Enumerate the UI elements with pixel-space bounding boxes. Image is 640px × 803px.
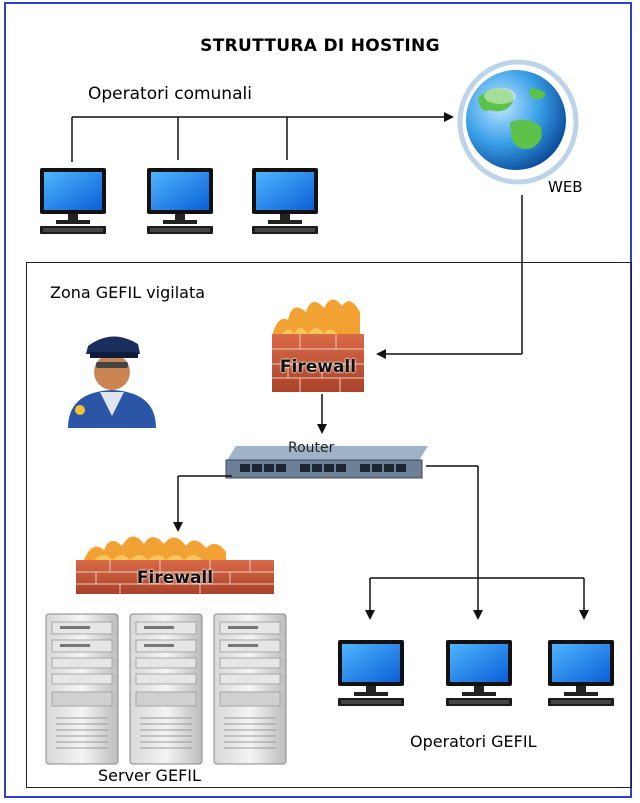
guard-icon (68, 336, 156, 428)
municipal-computer-3 (252, 168, 318, 234)
firewall-icon-bottom (76, 536, 274, 594)
firewall-top-label: Firewall (279, 357, 357, 377)
gefil-computer-3 (548, 640, 614, 706)
firewall-bottom-label: Firewall (136, 568, 214, 588)
router-to-gefil-operators-connector (365, 465, 589, 620)
diagram-title: STRUTTURA DI HOSTING (200, 36, 440, 56)
municipal-operators-label: Operatori comunali (88, 84, 252, 104)
router-to-servers-connector (173, 475, 232, 532)
web-label: WEB (548, 178, 583, 196)
router-label: Router (288, 440, 335, 456)
gefil-computer-1 (338, 640, 404, 706)
web-to-firewall-connector (376, 195, 523, 359)
zone-label: Zona GEFIL vigilata (50, 283, 206, 302)
municipal-computer-2 (147, 168, 213, 234)
municipal-computer-1 (40, 168, 106, 234)
globe-icon (457, 59, 579, 185)
gefil-operators-label: Operatori GEFIL (410, 732, 537, 751)
servers-label: Server GEFIL (98, 766, 201, 785)
gefil-computer-2 (446, 640, 512, 706)
firewall-icon-top (272, 299, 364, 392)
server-icon-3 (213, 613, 287, 765)
guarded-zone-box (26, 262, 632, 788)
server-icon-2 (129, 613, 203, 765)
server-icon-1 (45, 613, 119, 765)
router-icon (225, 446, 428, 479)
operators-to-web-connector (71, 112, 454, 162)
